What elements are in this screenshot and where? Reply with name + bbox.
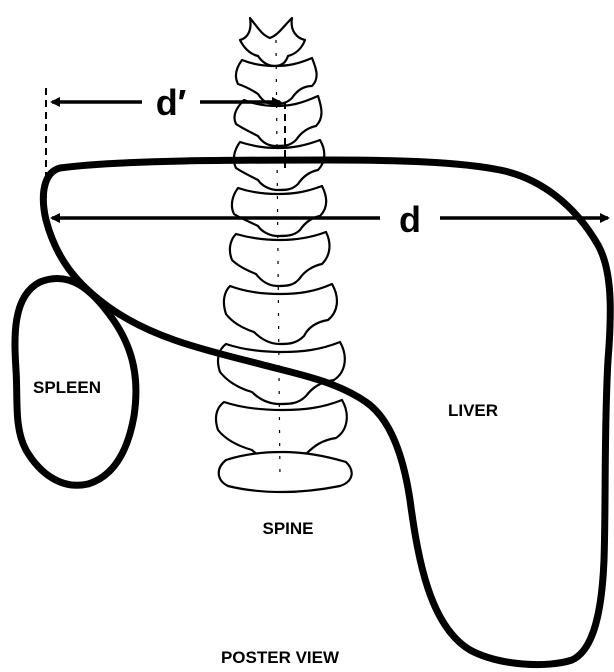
vertebra-10	[219, 452, 352, 492]
d-prime-measurement: d′	[46, 82, 285, 198]
vertebra-6	[230, 232, 330, 286]
d-prime-label: d′	[156, 82, 187, 123]
vertebra-4	[234, 140, 324, 190]
view-caption: POSTER VIEW	[221, 648, 340, 667]
spine	[216, 18, 352, 492]
vertebra-1	[240, 18, 305, 66]
d-measurement: d	[52, 199, 608, 240]
spine-label: SPINE	[262, 519, 313, 538]
d-label: d	[399, 199, 421, 240]
vertebra-5	[232, 186, 326, 236]
vertebra-7	[224, 284, 337, 344]
spleen-label: SPLEEN	[33, 378, 101, 397]
liver-label: LIVER	[448, 401, 498, 420]
